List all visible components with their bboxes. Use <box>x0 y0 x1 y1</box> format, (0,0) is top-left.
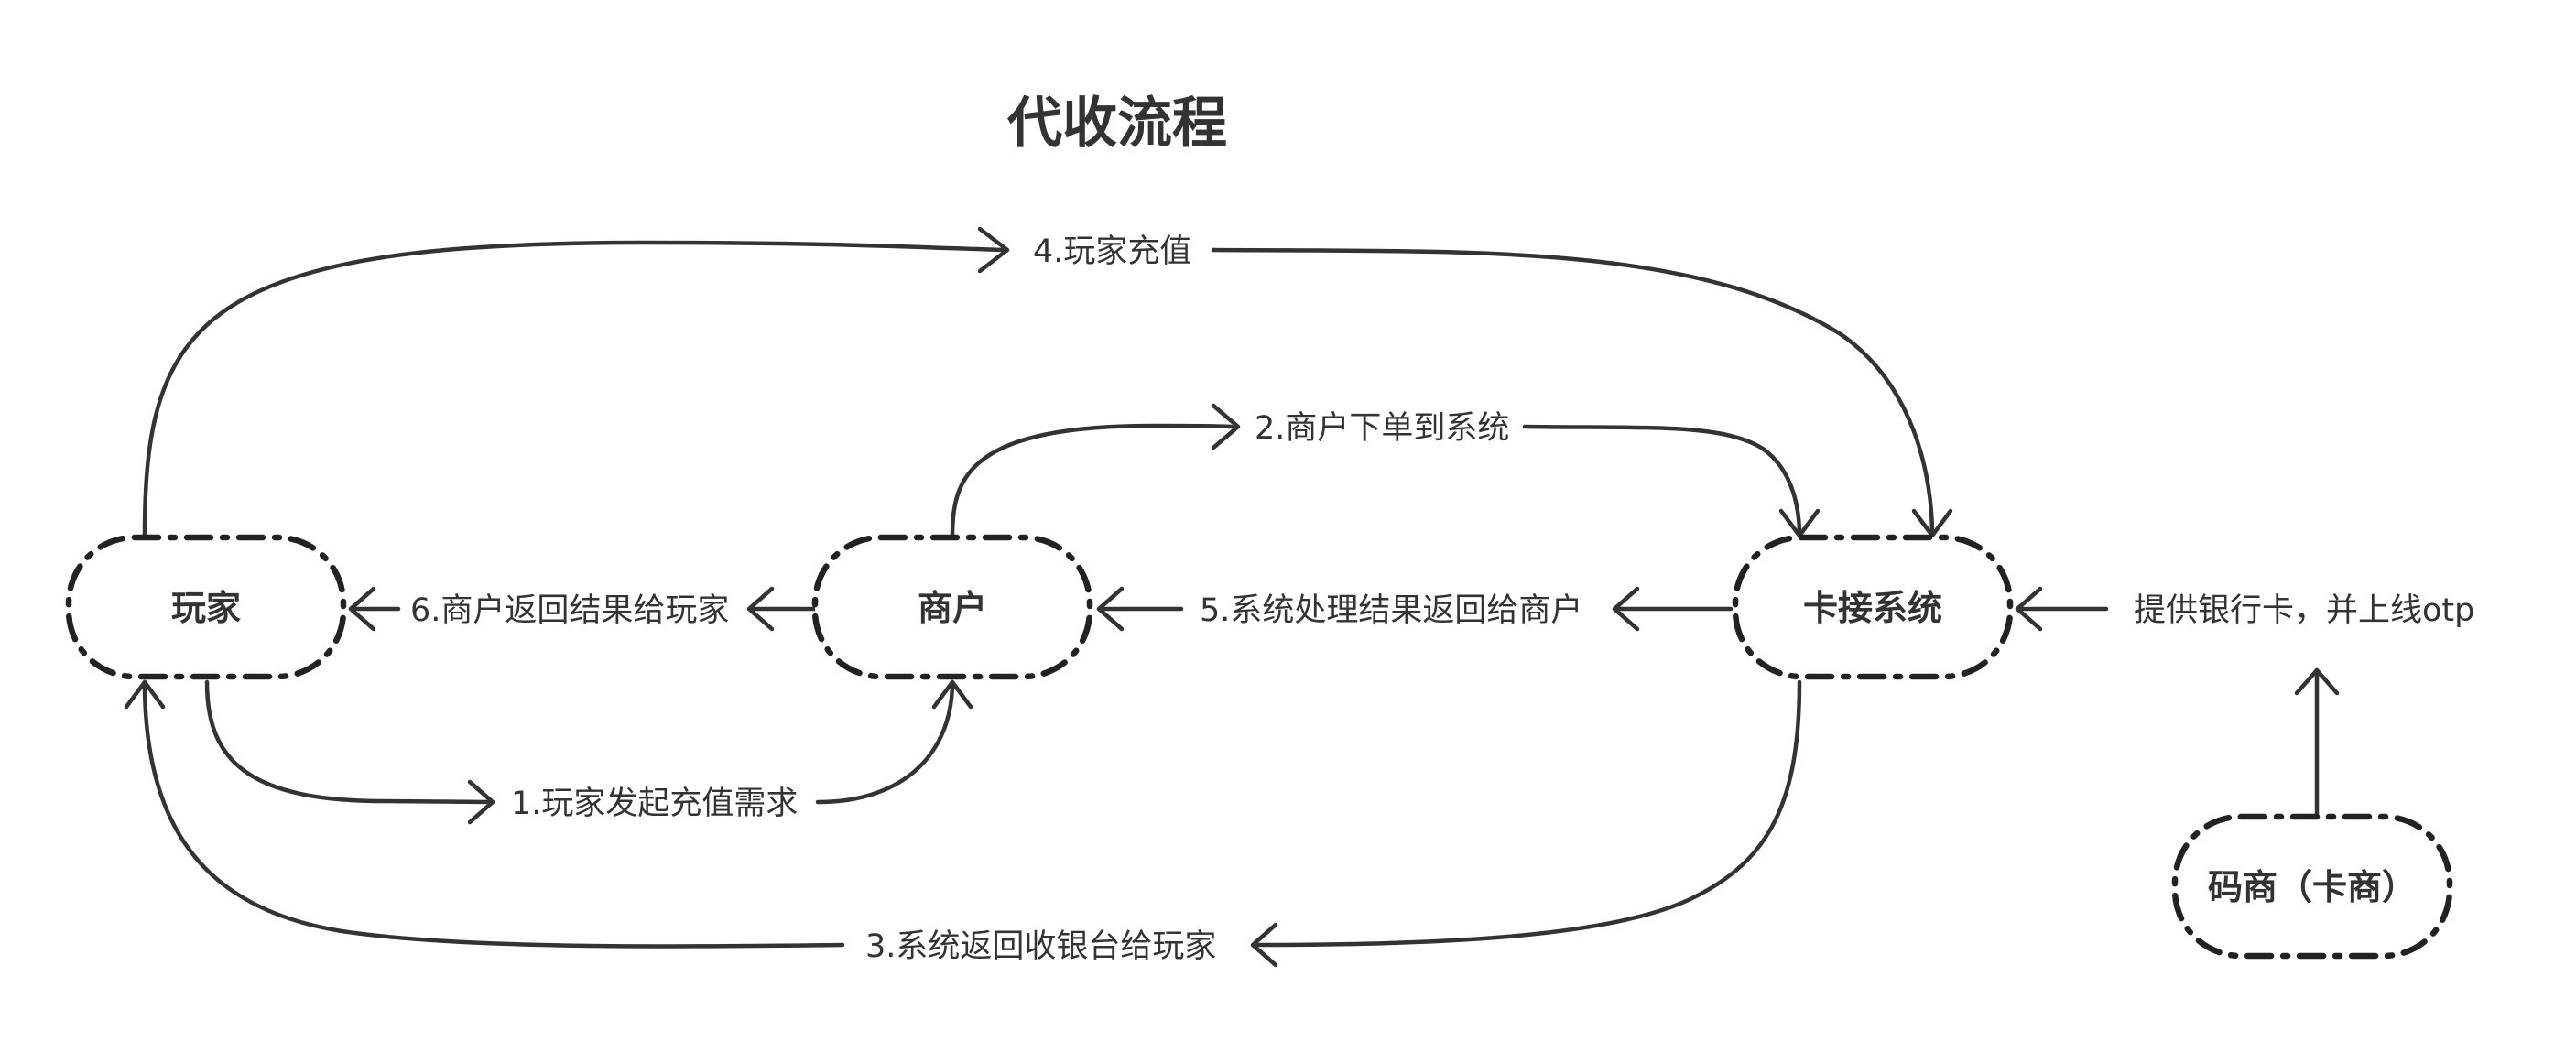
edge-step2: 2.商户下单到系统 <box>950 403 1821 538</box>
edge-provide: 提供银行卡，并上线otp <box>2015 586 2474 818</box>
node-label-card-system: 卡接系统 <box>1803 588 1942 628</box>
edge-label-step4: 4.玩家充值 <box>1033 233 1191 270</box>
node-label-player: 玩家 <box>171 588 241 628</box>
edge-label-step6: 6.商户返回结果给玩家 <box>410 592 729 629</box>
node-label-code-merchant: 码商（卡商） <box>2208 867 2417 907</box>
node-merchant: 商户 <box>811 534 1093 680</box>
edge-step6: 6.商户返回结果给玩家 <box>348 586 818 632</box>
node-label-merchant: 商户 <box>918 588 987 628</box>
node-card-system: 卡接系统 <box>1732 534 2014 680</box>
edge-label-step2: 2.商户下单到系统 <box>1255 410 1509 447</box>
edge-step1: 1.玩家发起充值需求 <box>204 679 973 825</box>
edge-label-step1: 1.玩家发起充值需求 <box>511 786 798 822</box>
edge-label-provide: 提供银行卡，并上线otp <box>2134 592 2474 629</box>
edge-label-step3: 3.系统返回收银台给玩家 <box>865 928 1216 965</box>
diagram-title: 代收流程 <box>1006 92 1227 156</box>
edge-step5: 5.系统处理结果返回给商户 <box>1096 586 1734 632</box>
edge-step3: 3.系统返回收银台给玩家 <box>124 679 1802 968</box>
node-code-merchant: 码商（卡商） <box>2171 813 2453 960</box>
edge-label-step5: 5.系统处理结果返回给商户 <box>1200 592 1582 629</box>
edge-step4: 4.玩家充值 <box>142 226 1953 538</box>
node-player: 玩家 <box>65 534 347 680</box>
